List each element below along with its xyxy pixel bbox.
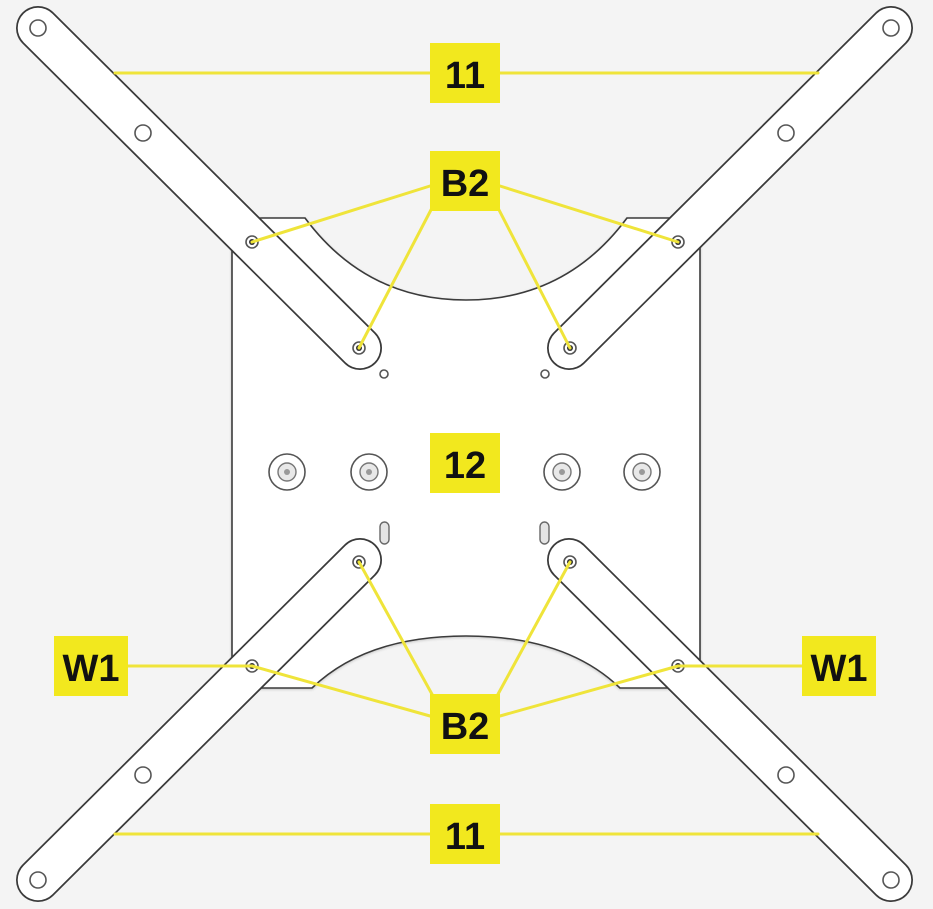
label-washer-right: W1 bbox=[802, 636, 876, 696]
label-arm-bottom-text: 11 bbox=[445, 816, 485, 858]
label-bolt-bottom-text: B2 bbox=[441, 706, 490, 748]
plate-fixture bbox=[623, 453, 661, 491]
plate-fixture bbox=[350, 453, 388, 491]
plate-small-hole bbox=[379, 369, 389, 379]
plate-small-hole bbox=[540, 369, 550, 379]
arm-top-left bbox=[16, 6, 382, 370]
arm-bottom-left bbox=[16, 538, 382, 902]
plate-fixture bbox=[268, 453, 306, 491]
arm-top-right bbox=[547, 6, 913, 370]
plate-slot bbox=[539, 521, 550, 545]
label-plate-text: 12 bbox=[444, 445, 486, 487]
leader-lines bbox=[113, 71, 820, 836]
label-washer-left: W1 bbox=[54, 636, 128, 696]
label-bolt-top-text: B2 bbox=[441, 163, 490, 205]
arm-bottom-right bbox=[547, 538, 913, 902]
label-bolt-top: B2 bbox=[430, 151, 500, 211]
plate-slot bbox=[379, 521, 390, 545]
label-arm-top: 11 bbox=[430, 43, 500, 103]
label-arm-top-text: 11 bbox=[445, 55, 485, 97]
label-arm-bottom: 11 bbox=[430, 804, 500, 864]
label-bolt-bottom: B2 bbox=[430, 694, 500, 754]
plate-fixture bbox=[543, 453, 581, 491]
label-plate: 12 bbox=[430, 433, 500, 493]
label-washer-left-text: W1 bbox=[63, 648, 120, 690]
label-washer-right-text: W1 bbox=[811, 648, 868, 690]
